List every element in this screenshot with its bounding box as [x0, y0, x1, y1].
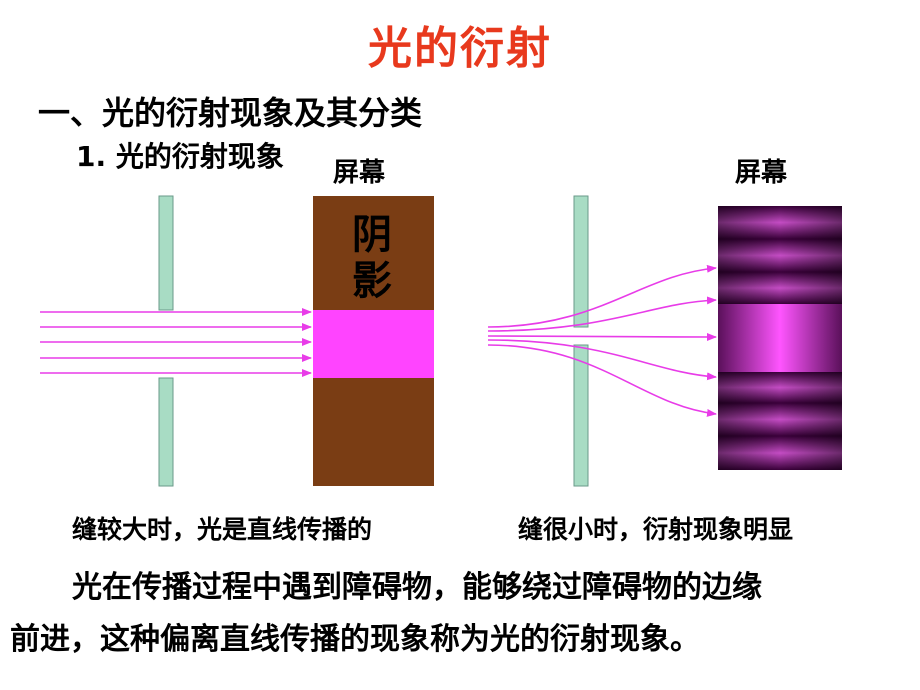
shadow-label-1: 阴 — [352, 212, 392, 258]
definition-line-2: 前进，这种偏离直线传播的现象称为光的衍射现象。 — [10, 622, 700, 657]
left-screen-label: 屏幕 — [333, 158, 386, 188]
left-caption: 缝较大时，光是直线传播的 — [72, 515, 373, 544]
right-slit-plate — [573, 195, 589, 487]
shadow-label-2: 影 — [352, 258, 392, 304]
left-light-rays — [40, 308, 312, 377]
section-heading: 一、光的衍射现象及其分类 — [38, 94, 423, 132]
definition-line-1: 光在传播过程中遇到障碍物，能够绕过障碍物的边缘 — [72, 570, 762, 605]
right-light-rays — [487, 264, 717, 417]
right-fringe-screen — [718, 206, 842, 470]
right-screen-label: 屏幕 — [735, 158, 788, 188]
subsection-heading: 1. 光的衍射现象 — [76, 140, 284, 173]
left-slit-plate — [158, 195, 174, 487]
page-title: 光的衍射 — [368, 23, 552, 74]
right-caption: 缝很小时，衍射现象明显 — [518, 515, 794, 544]
left-bright-band — [313, 310, 434, 378]
